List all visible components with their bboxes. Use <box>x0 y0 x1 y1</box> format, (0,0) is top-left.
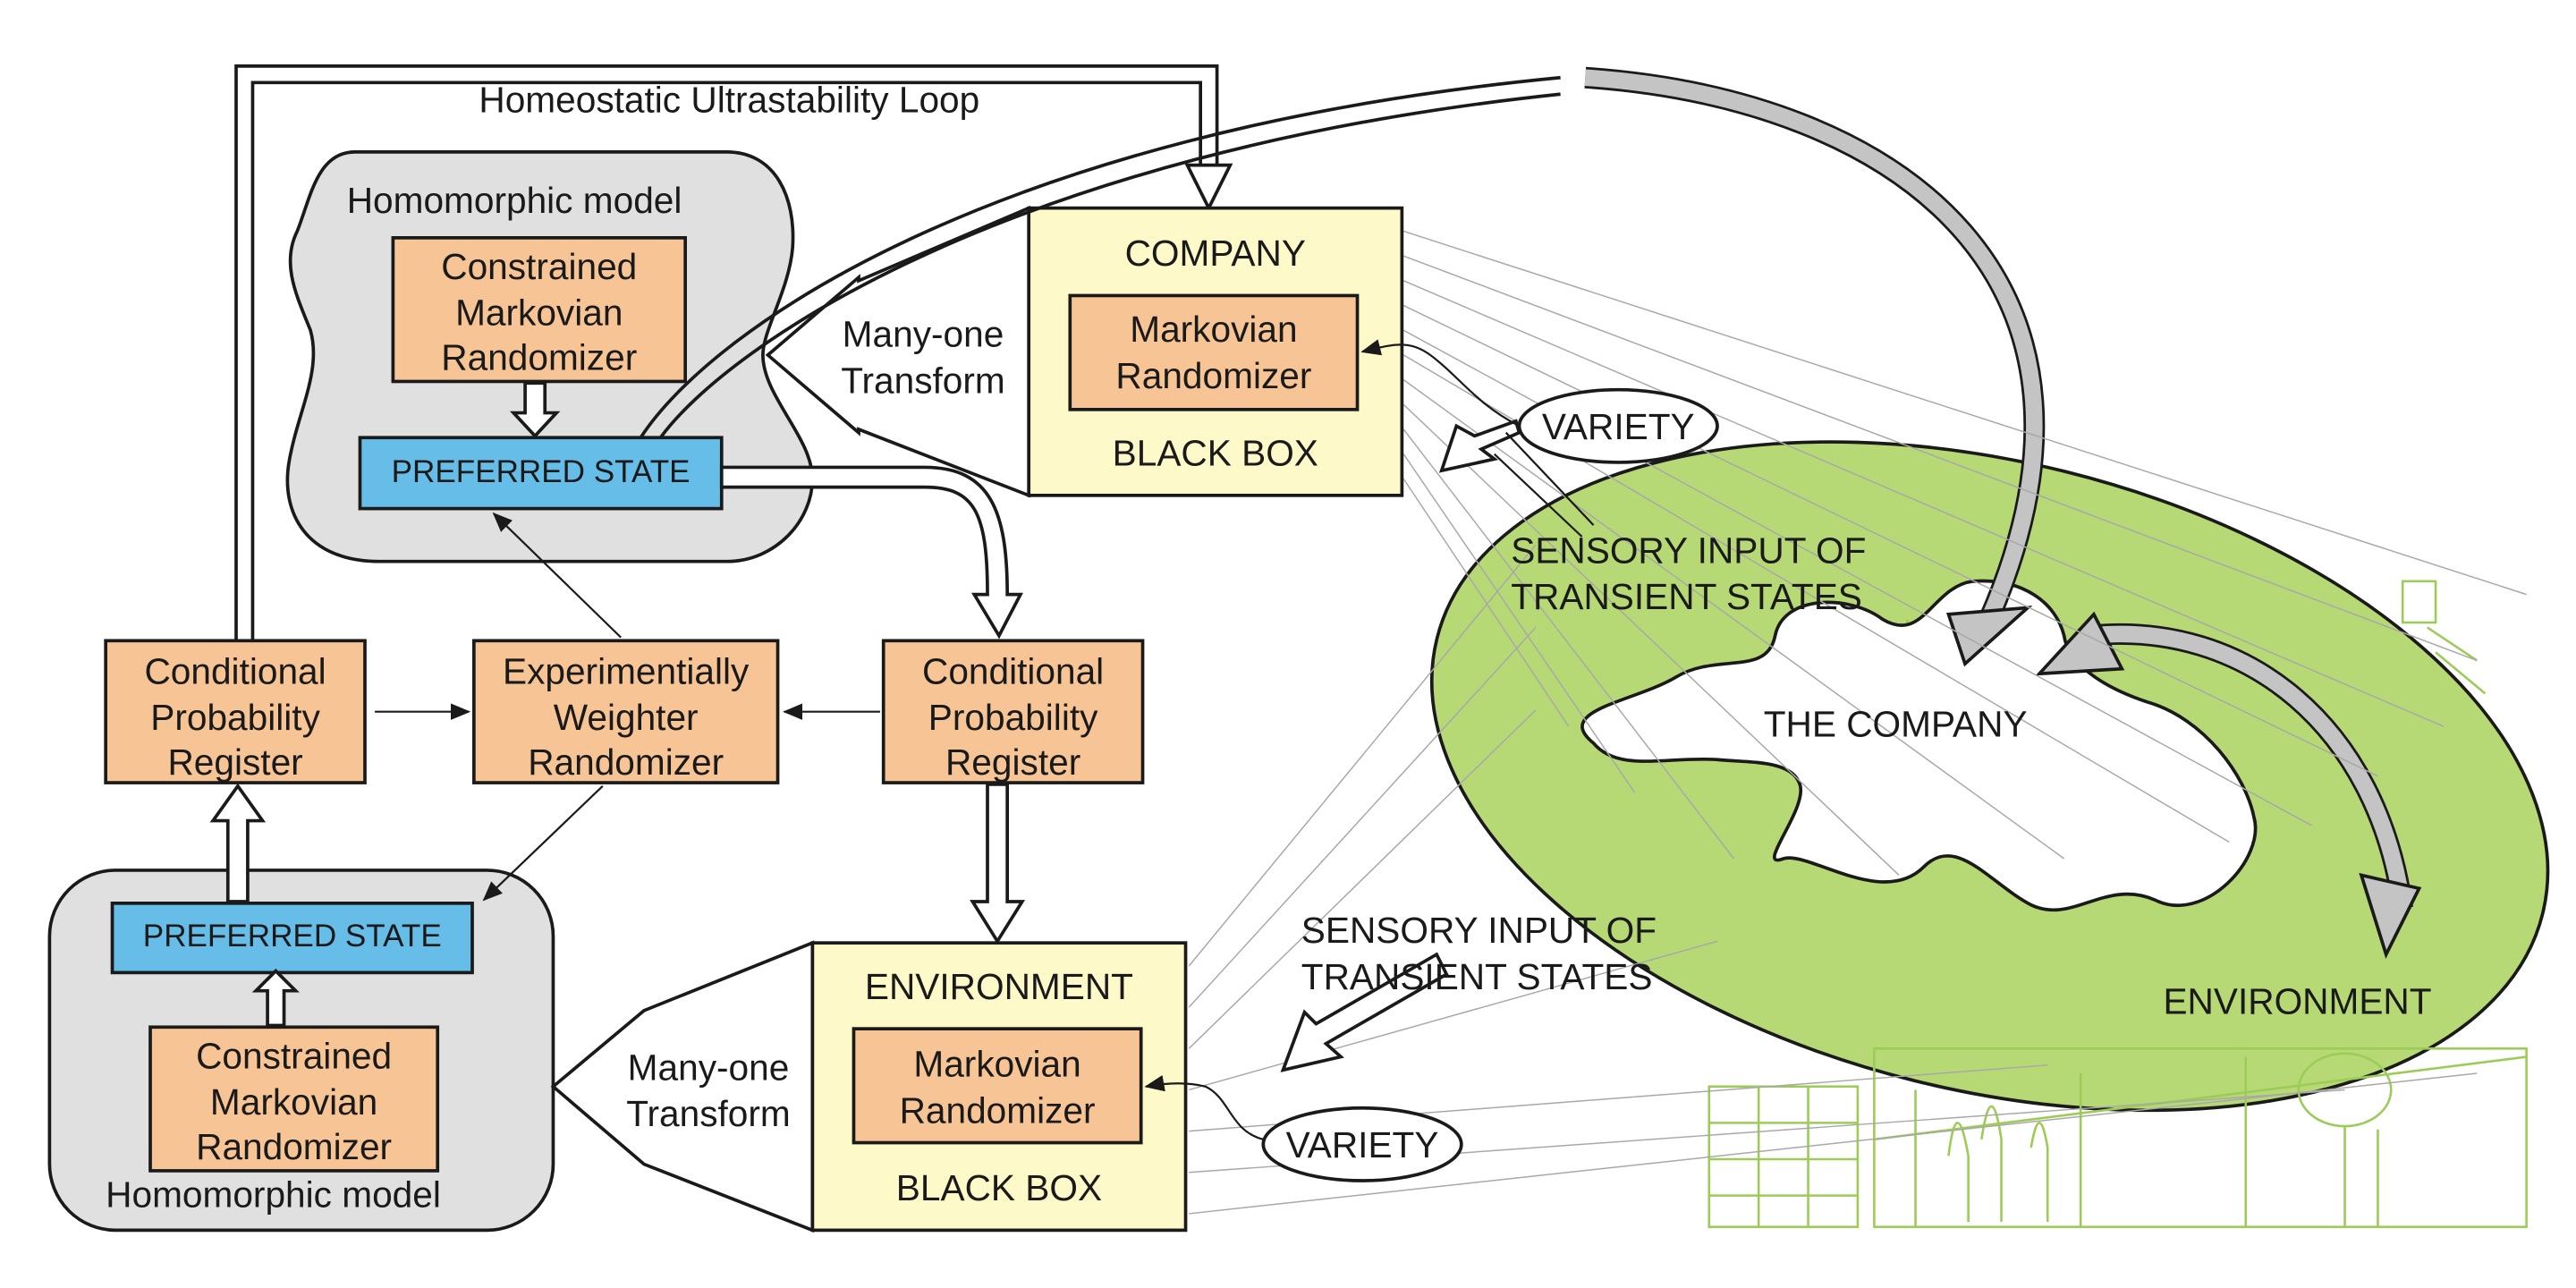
left-register-box <box>104 639 367 784</box>
top-model-title: Homomorphic model <box>346 180 682 222</box>
environment-scene <box>1429 66 2550 1228</box>
top-constrained-randomizer: Constrained Markovian Randomizer <box>441 246 638 378</box>
company-randomizer-box <box>1068 293 1360 411</box>
top-preferred-state: PREFERRED STATE <box>391 455 691 491</box>
bottom-preferred-state-box <box>110 902 474 975</box>
environment-title: ENVIRONMENT <box>864 966 1133 1008</box>
environment-randomizer: Markovian Randomizer <box>899 1043 1096 1131</box>
middle-randomizer: Experimentially Weighter Randomizer <box>502 650 750 784</box>
loop-title: Homeostatic Ultrastability Loop <box>479 79 980 121</box>
variety-top: VARIETY <box>1541 406 1695 448</box>
right-register: Conditional Probability Register <box>921 650 1105 784</box>
bottom-transform-arrow <box>550 940 815 1233</box>
ultrastability-loop <box>234 64 1233 641</box>
top-constrained-randomizer-box <box>391 236 688 384</box>
scene-environment-label: ENVIRONMENT <box>2163 980 2432 1022</box>
company-region <box>1580 579 2258 912</box>
top-preferred-state-box <box>358 436 724 511</box>
bottom-transform-label: Many-one Transform <box>626 1046 791 1134</box>
hollow-arrows <box>209 381 1521 1072</box>
sensory-top: SENSORY INPUT OF TRANSIENT STATES <box>1511 530 1867 617</box>
bottom-constrained-randomizer: Constrained Markovian Randomizer <box>196 1035 393 1168</box>
middle-randomizer-box <box>472 639 780 784</box>
sensory-bottom: SENSORY INPUT OF TRANSIENT STATES <box>1301 910 1657 997</box>
environment-caption: BLACK BOX <box>895 1167 1103 1209</box>
left-register: Conditional Probability Register <box>144 650 326 784</box>
sensory-pointers <box>1494 431 1595 538</box>
scene-company-label: THE COMPANY <box>1763 703 2028 745</box>
company-title: COMPANY <box>1124 233 1306 275</box>
right-register-box <box>881 639 1145 784</box>
company-caption: BLACK BOX <box>1112 432 1318 474</box>
bottom-constrained-randomizer-box <box>148 1025 440 1173</box>
variety-top-ellipse <box>1517 387 1719 464</box>
top-transform-arrow <box>765 205 1031 498</box>
environment-randomizer-box <box>852 1027 1143 1145</box>
bottom-model-title: Homomorphic model <box>106 1174 441 1216</box>
thin-arrows <box>375 339 1520 1140</box>
top-transform-label: Many-one Transform <box>841 313 1005 401</box>
sensory-lines <box>1188 230 2527 1215</box>
feedback-curve <box>639 75 1561 439</box>
variety-bottom-ellipse <box>1261 1106 1463 1182</box>
variety-bottom: VARIETY <box>1285 1124 1439 1166</box>
bottom-preferred-state: PREFERRED STATE <box>142 919 442 955</box>
company-randomizer: Markovian Randomizer <box>1115 309 1312 396</box>
